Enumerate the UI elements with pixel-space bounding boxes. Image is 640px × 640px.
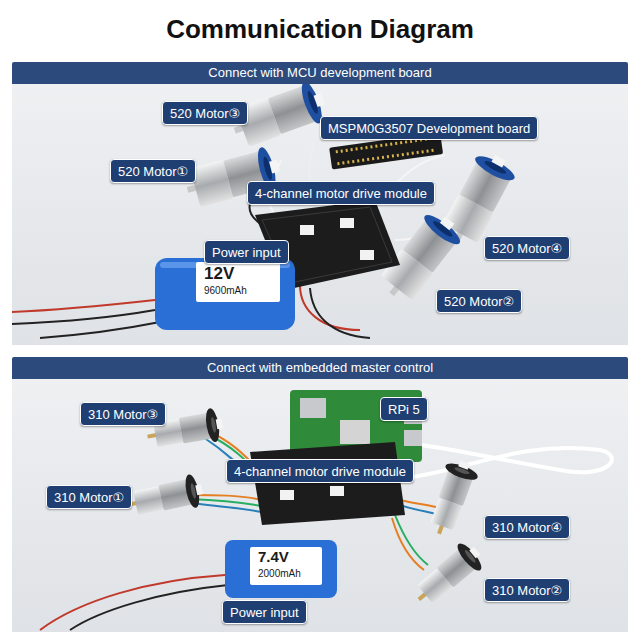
battery-label: 7.4V	[258, 549, 289, 566]
part-label: 4-channel motor drive module	[226, 459, 414, 483]
section-header: Connect with embedded master control	[12, 357, 628, 379]
part-label: 4-channel motor drive module	[247, 181, 435, 205]
part-label: 520 Motor②	[436, 289, 522, 313]
part-label: 310 Motor②	[484, 578, 570, 602]
part-name: 4-channel motor drive module	[234, 464, 406, 479]
battery-label: 9600mAh	[204, 285, 247, 296]
part-label: RPi 5	[380, 397, 428, 421]
part-label: 310 Motor④	[484, 515, 570, 539]
part-name: 520 Motor②	[444, 294, 514, 309]
part-label: Power input	[204, 240, 289, 264]
part-name: Power input	[212, 245, 281, 260]
part-name: 520 Motor①	[118, 164, 188, 179]
part-name: 4-channel motor drive module	[255, 186, 427, 201]
part-label: MSPM0G3507 Development board	[320, 116, 538, 140]
battery-label: 2000mAh	[258, 568, 301, 579]
part-name: 310 Motor③	[88, 407, 158, 422]
battery-label: 12V	[204, 265, 234, 284]
part-name: 310 Motor①	[54, 490, 124, 505]
part-name: 520 Motor④	[492, 241, 562, 256]
part-label: 520 Motor③	[162, 101, 248, 125]
part-name: RPi 5	[388, 402, 420, 417]
part-name: 310 Motor②	[492, 583, 562, 598]
part-label: 520 Motor④	[484, 236, 570, 260]
part-name: 310 Motor④	[492, 520, 562, 535]
section-panel: Connect with MCU development board 520 Mo…	[12, 62, 628, 345]
part-label: 310 Motor①	[46, 485, 132, 509]
part-name: 520 Motor③	[170, 106, 240, 121]
part-name: MSPM0G3507 Development board	[328, 121, 530, 136]
part-name: Power input	[230, 605, 299, 620]
part-label: 310 Motor③	[80, 402, 166, 426]
part-label: 520 Motor①	[110, 159, 196, 183]
section-header: Connect with MCU development board	[12, 62, 628, 84]
part-label: Power input	[222, 600, 307, 624]
diagram-title: Communication Diagram	[0, 14, 640, 45]
section-panel: Connect with embedded master control 310 …	[12, 357, 628, 632]
